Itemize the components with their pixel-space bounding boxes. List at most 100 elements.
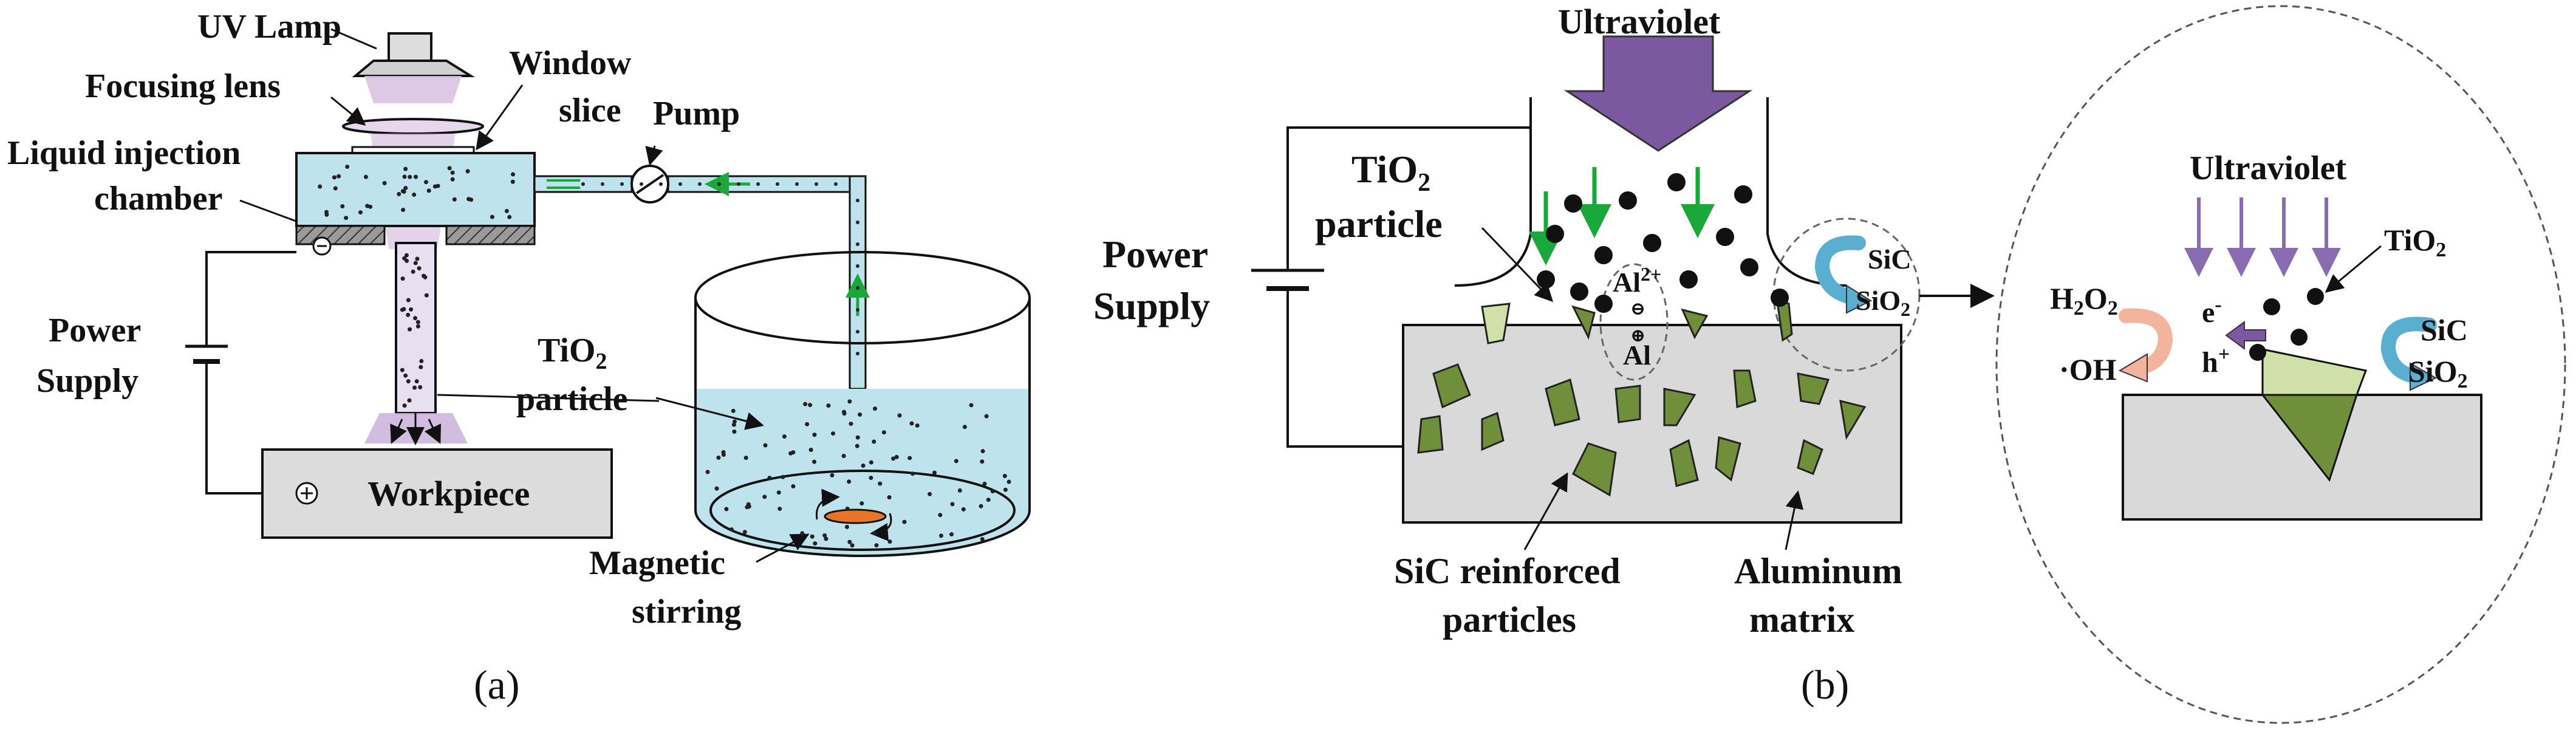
green-arrows-b	[1529, 167, 1715, 265]
label-ultraviolet-detail: Ultraviolet	[2190, 149, 2346, 187]
particle-dot	[938, 513, 943, 518]
particle-dot	[845, 506, 850, 511]
particle-dot	[1570, 282, 1588, 301]
reaction-zone-left	[1599, 263, 1669, 381]
pointer-sic-b	[1523, 472, 1568, 550]
particle-dot	[452, 197, 457, 202]
particle-dot	[928, 491, 932, 496]
particle-dot	[847, 399, 852, 404]
particle-dot	[1564, 194, 1582, 213]
particle-dot	[466, 197, 471, 202]
particle-dot	[969, 403, 974, 408]
swirl-arrowhead-b	[1846, 284, 1873, 314]
label-sic-reinforced-1: SiC reinforced	[1394, 551, 1621, 591]
particle-dot	[938, 533, 943, 538]
particle-dot	[400, 276, 405, 281]
particle-dot	[795, 182, 799, 186]
swirl-left-arrowhead	[2118, 353, 2148, 383]
pointer-particle-a2	[655, 397, 764, 430]
particle-dot	[318, 184, 323, 189]
particle-dot	[1594, 246, 1613, 264]
label-power-b-2: Supply	[1093, 284, 1210, 327]
label-particle-b-2: particle	[1315, 202, 1443, 245]
particle-dot	[847, 539, 852, 544]
particle-dot	[841, 454, 846, 459]
particles-a	[318, 165, 1011, 548]
detail-sic-crystal-dark	[2260, 394, 2359, 482]
particle-dot	[762, 495, 767, 499]
particle-dot	[782, 434, 787, 439]
particle-dot	[767, 476, 772, 481]
particle-dot	[869, 476, 873, 481]
nozzle	[364, 242, 468, 445]
particle-dot	[878, 481, 883, 486]
particle-dot	[1594, 295, 1613, 313]
particle-dot	[737, 182, 740, 186]
particle-dot	[705, 470, 710, 474]
label-electron: e-	[2202, 293, 2222, 329]
particle-dot	[850, 543, 855, 548]
particle-dot	[808, 448, 813, 453]
panel-a: UV Lamp Focusing lens Window slice Pump …	[7, 8, 1031, 708]
particle-dot	[413, 174, 418, 179]
particle-dot	[403, 186, 408, 191]
particle-dot	[776, 490, 781, 495]
particle-dot	[979, 504, 983, 508]
pump	[630, 145, 669, 204]
particle-dot	[510, 179, 515, 184]
label-ultraviolet-b: Ultraviolet	[1558, 2, 1721, 41]
particle-dot	[891, 456, 896, 461]
particle-dot	[716, 455, 721, 460]
particle-dot	[400, 368, 405, 372]
particle-dot	[504, 208, 509, 213]
particle-dot	[419, 364, 423, 369]
particle-dot	[861, 464, 866, 468]
particle-dot	[731, 408, 736, 413]
detail-particle	[2291, 329, 2308, 346]
particle-dot	[881, 430, 886, 435]
pointer-matrix-b	[1785, 490, 1804, 550]
particle-dot	[842, 411, 847, 416]
particle-dot	[721, 450, 726, 454]
particle-dot	[858, 412, 863, 417]
particle-dot	[678, 182, 682, 186]
sic-particle	[1571, 305, 1596, 340]
particle-dot	[403, 373, 408, 378]
uv-beam	[364, 76, 462, 103]
particle-dot	[962, 425, 967, 430]
particle-dot	[812, 459, 817, 464]
particle-dot	[344, 216, 349, 221]
particle-dot	[950, 502, 955, 507]
label-particle-a: TiO2	[538, 332, 607, 374]
particle-dot	[401, 207, 406, 212]
particle-dot	[763, 443, 768, 448]
particle-dot	[447, 166, 452, 171]
particle-dot	[856, 286, 859, 290]
label-particle-a-2: particle	[516, 380, 627, 418]
pointer-tio2-detail	[2325, 245, 2382, 293]
particle-dot	[415, 256, 420, 261]
particle-dot	[340, 204, 345, 209]
particle-dot	[887, 495, 892, 500]
particle-dot	[415, 324, 420, 329]
sic-particle	[1663, 388, 1696, 426]
particle-dot	[831, 431, 836, 436]
particle-dot	[907, 456, 912, 460]
detail-particle	[2307, 288, 2324, 305]
label-sic-b: SiC	[1868, 244, 1912, 275]
particle-dot	[406, 379, 411, 384]
sic-particle	[1481, 303, 1511, 344]
particle-dot	[980, 459, 985, 464]
particle-dot	[363, 174, 368, 179]
pointer-window-slice	[476, 84, 524, 151]
particle-dot	[345, 165, 350, 169]
particle-dot	[990, 489, 995, 494]
label-sic-detail: SiC	[2421, 313, 2468, 347]
particle-dot	[465, 169, 470, 174]
swirl-right-arrowhead	[2410, 362, 2438, 391]
particle-dot	[1537, 270, 1555, 289]
particle-dot	[986, 498, 991, 502]
particle-dot	[872, 439, 876, 444]
particle-dot	[408, 174, 412, 179]
workpiece	[261, 448, 613, 539]
